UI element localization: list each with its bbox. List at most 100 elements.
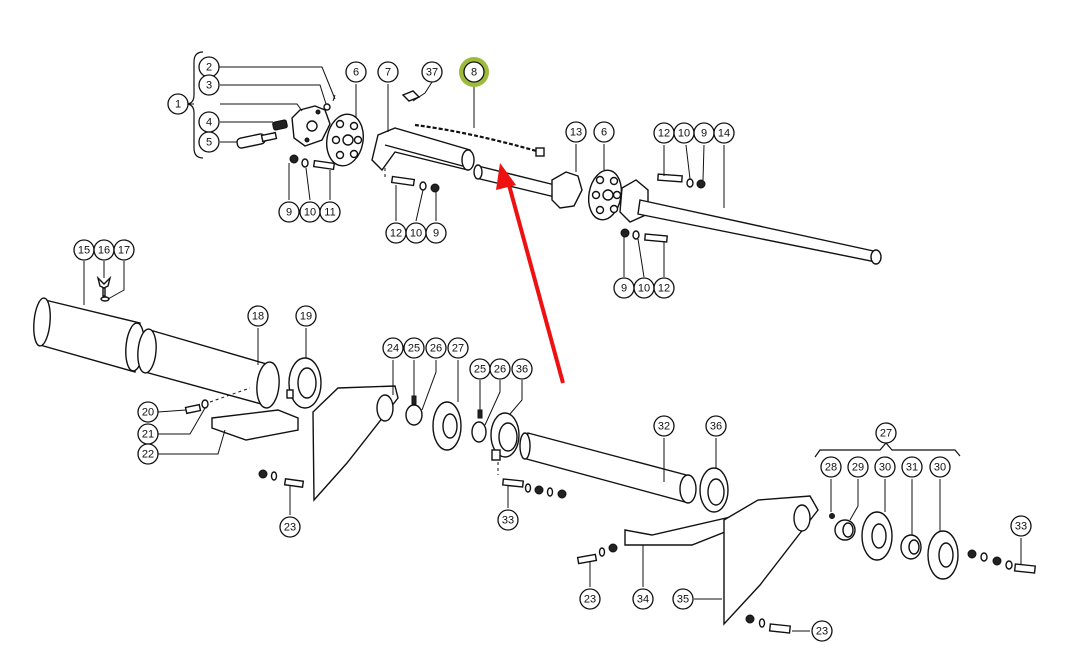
part-19-flange xyxy=(286,357,322,409)
part-15-tube xyxy=(33,297,145,373)
callout-21: 21 xyxy=(137,423,159,445)
callout-label: 30 xyxy=(879,462,891,474)
part-10-washer-c xyxy=(686,178,694,188)
part-nut-h xyxy=(608,543,618,553)
part-33-bolt-b xyxy=(1013,563,1037,574)
callout-circle xyxy=(278,201,300,223)
callout-label: 33 xyxy=(1015,521,1027,533)
callout-34: 34 xyxy=(632,588,654,610)
callout-9: 9 xyxy=(425,222,447,244)
part-36-housing-a xyxy=(490,412,520,461)
part-10-washer-b xyxy=(419,181,427,191)
callout-circle xyxy=(901,456,923,478)
callout-8: 8 xyxy=(459,57,489,87)
callout-2: 2 xyxy=(198,56,220,78)
callout-label: 10 xyxy=(410,228,422,240)
part-11-bolt xyxy=(312,159,336,171)
part-21-washer xyxy=(201,399,209,409)
part-2-cotter-pin xyxy=(332,94,336,102)
part-33-bolt-a xyxy=(501,478,525,488)
part-1-hub xyxy=(291,105,331,147)
callout-label: 19 xyxy=(300,311,312,323)
callout-9: 9 xyxy=(278,201,300,223)
callout-label: 10 xyxy=(304,207,316,219)
callout-label: 25 xyxy=(408,343,420,355)
callout-circle xyxy=(279,516,301,538)
callout-37: 37 xyxy=(421,61,443,83)
part-washer-k xyxy=(1005,560,1013,570)
callout-circle xyxy=(447,337,469,359)
callout-label: 1 xyxy=(175,99,181,111)
arrow-shaft xyxy=(507,184,565,384)
part-nut-k xyxy=(992,556,1002,566)
callout-label: 4 xyxy=(206,117,212,129)
part-9-nut-d xyxy=(620,228,630,238)
callout-23: 23 xyxy=(579,588,601,610)
callout-circle xyxy=(820,456,842,478)
callout-circle xyxy=(874,456,896,478)
callout-20: 20 xyxy=(137,401,159,423)
callout-9: 9 xyxy=(693,122,715,144)
callout-circle xyxy=(593,121,615,143)
part-18-tube xyxy=(137,328,280,409)
part-30-disc-b xyxy=(927,530,959,580)
callout-label: 26 xyxy=(430,343,442,355)
callout-10: 10 xyxy=(299,201,321,223)
callout-11: 11 xyxy=(319,201,341,223)
callout-36: 36 xyxy=(511,358,533,380)
part-washer-i xyxy=(758,618,766,628)
callout-label: 14 xyxy=(718,128,730,140)
callout-label: 8 xyxy=(471,67,477,79)
callout-29: 29 xyxy=(847,456,869,478)
callout-label: 11 xyxy=(324,207,335,219)
callout-25: 25 xyxy=(403,337,425,359)
leader-lines xyxy=(83,66,1022,632)
part-10-washer-a xyxy=(301,158,309,168)
callout-25: 25 xyxy=(469,358,491,380)
callout-6: 6 xyxy=(593,121,615,143)
callout-10: 10 xyxy=(633,277,655,299)
callout-circle xyxy=(377,61,399,83)
part-washer-h xyxy=(598,547,606,557)
callout-circle xyxy=(403,337,425,359)
callout-17: 17 xyxy=(113,239,135,261)
callout-3: 3 xyxy=(198,74,220,96)
callout-label: 30 xyxy=(934,462,946,474)
part-12-bolt-b xyxy=(657,173,683,183)
callout-30: 30 xyxy=(874,456,896,478)
callout-label: 2 xyxy=(206,62,212,74)
callout-label: 33 xyxy=(502,515,514,527)
callout-label: 20 xyxy=(142,407,154,419)
part-28-grease-nipple xyxy=(829,513,835,519)
callout-26: 26 xyxy=(489,358,511,380)
callout-5: 5 xyxy=(198,131,220,153)
callout-32: 32 xyxy=(653,415,675,437)
callout-circle xyxy=(319,201,341,223)
callout-15: 15 xyxy=(73,239,95,261)
part-nut-f xyxy=(534,485,544,495)
part-17-washer xyxy=(100,296,110,302)
callout-label: 10 xyxy=(638,283,650,295)
callout-14: 14 xyxy=(713,122,735,144)
callout-circle xyxy=(565,121,587,143)
callout-label: 34 xyxy=(637,594,649,606)
callout-27: 27 xyxy=(447,337,469,359)
callout-label: 32 xyxy=(658,421,670,433)
group-27-bracket xyxy=(814,442,961,458)
callout-label: 9 xyxy=(286,207,292,219)
callout-label: 10 xyxy=(678,128,690,140)
callout-label: 24 xyxy=(387,343,399,355)
callout-label: 31 xyxy=(906,462,918,474)
part-8-chain xyxy=(414,123,541,154)
callout-label: 12 xyxy=(658,283,670,295)
callout-circle xyxy=(653,277,675,299)
part-29-collar xyxy=(834,519,856,541)
callout-18: 18 xyxy=(247,305,269,327)
callout-label: 35 xyxy=(677,594,689,606)
part-6-coupling-right xyxy=(587,169,623,221)
callout-22: 22 xyxy=(137,443,159,465)
callout-19: 19 xyxy=(295,305,317,327)
callout-label: 5 xyxy=(206,137,212,149)
part-5-pin xyxy=(236,131,278,149)
